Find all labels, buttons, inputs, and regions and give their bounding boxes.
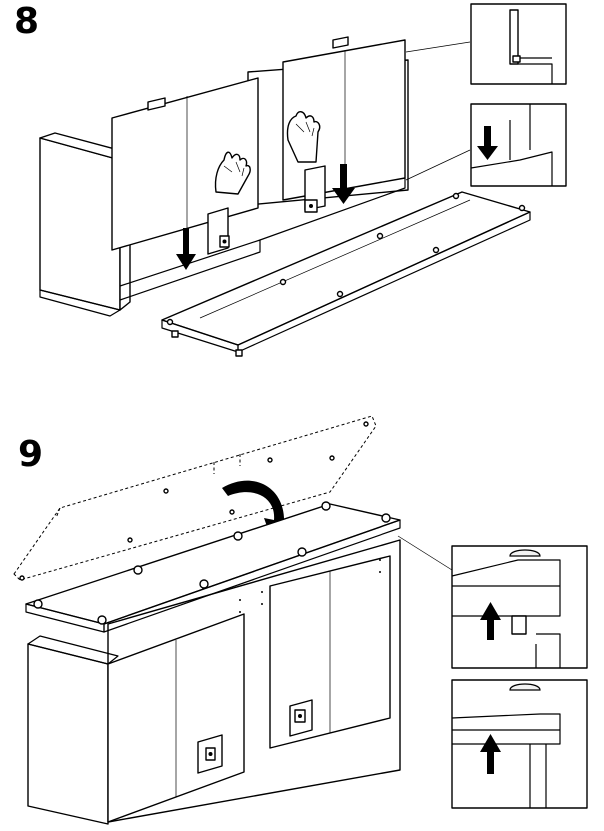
top-panel-ghost — [13, 415, 377, 581]
arrow-down-icon — [332, 164, 355, 204]
detail-box-top — [470, 3, 567, 85]
step-9-illustration — [13, 415, 588, 825]
hand-pointing-icon — [286, 111, 321, 163]
bottom-panel — [161, 191, 531, 357]
arrow-up-icon — [480, 602, 501, 640]
arrow-up-icon — [480, 734, 501, 774]
top-panel — [25, 501, 401, 633]
cabinet-body — [27, 539, 401, 825]
arrow-down-icon — [477, 126, 498, 160]
arrow-down-icon — [176, 228, 196, 270]
bottom-rail-right — [259, 178, 406, 241]
detail-leader — [405, 149, 471, 181]
detail-box-bottom — [470, 103, 567, 187]
detail-leader — [405, 41, 471, 53]
detail-leader — [397, 535, 453, 571]
step-8-illustration — [39, 3, 567, 357]
detail-box-lower — [451, 679, 588, 809]
hand-pointing-icon — [214, 151, 251, 195]
step-number-9: 9 — [18, 434, 44, 475]
left-door-panel — [111, 77, 259, 255]
detail-box-upper — [451, 545, 588, 669]
step-number-8: 8 — [14, 1, 40, 42]
